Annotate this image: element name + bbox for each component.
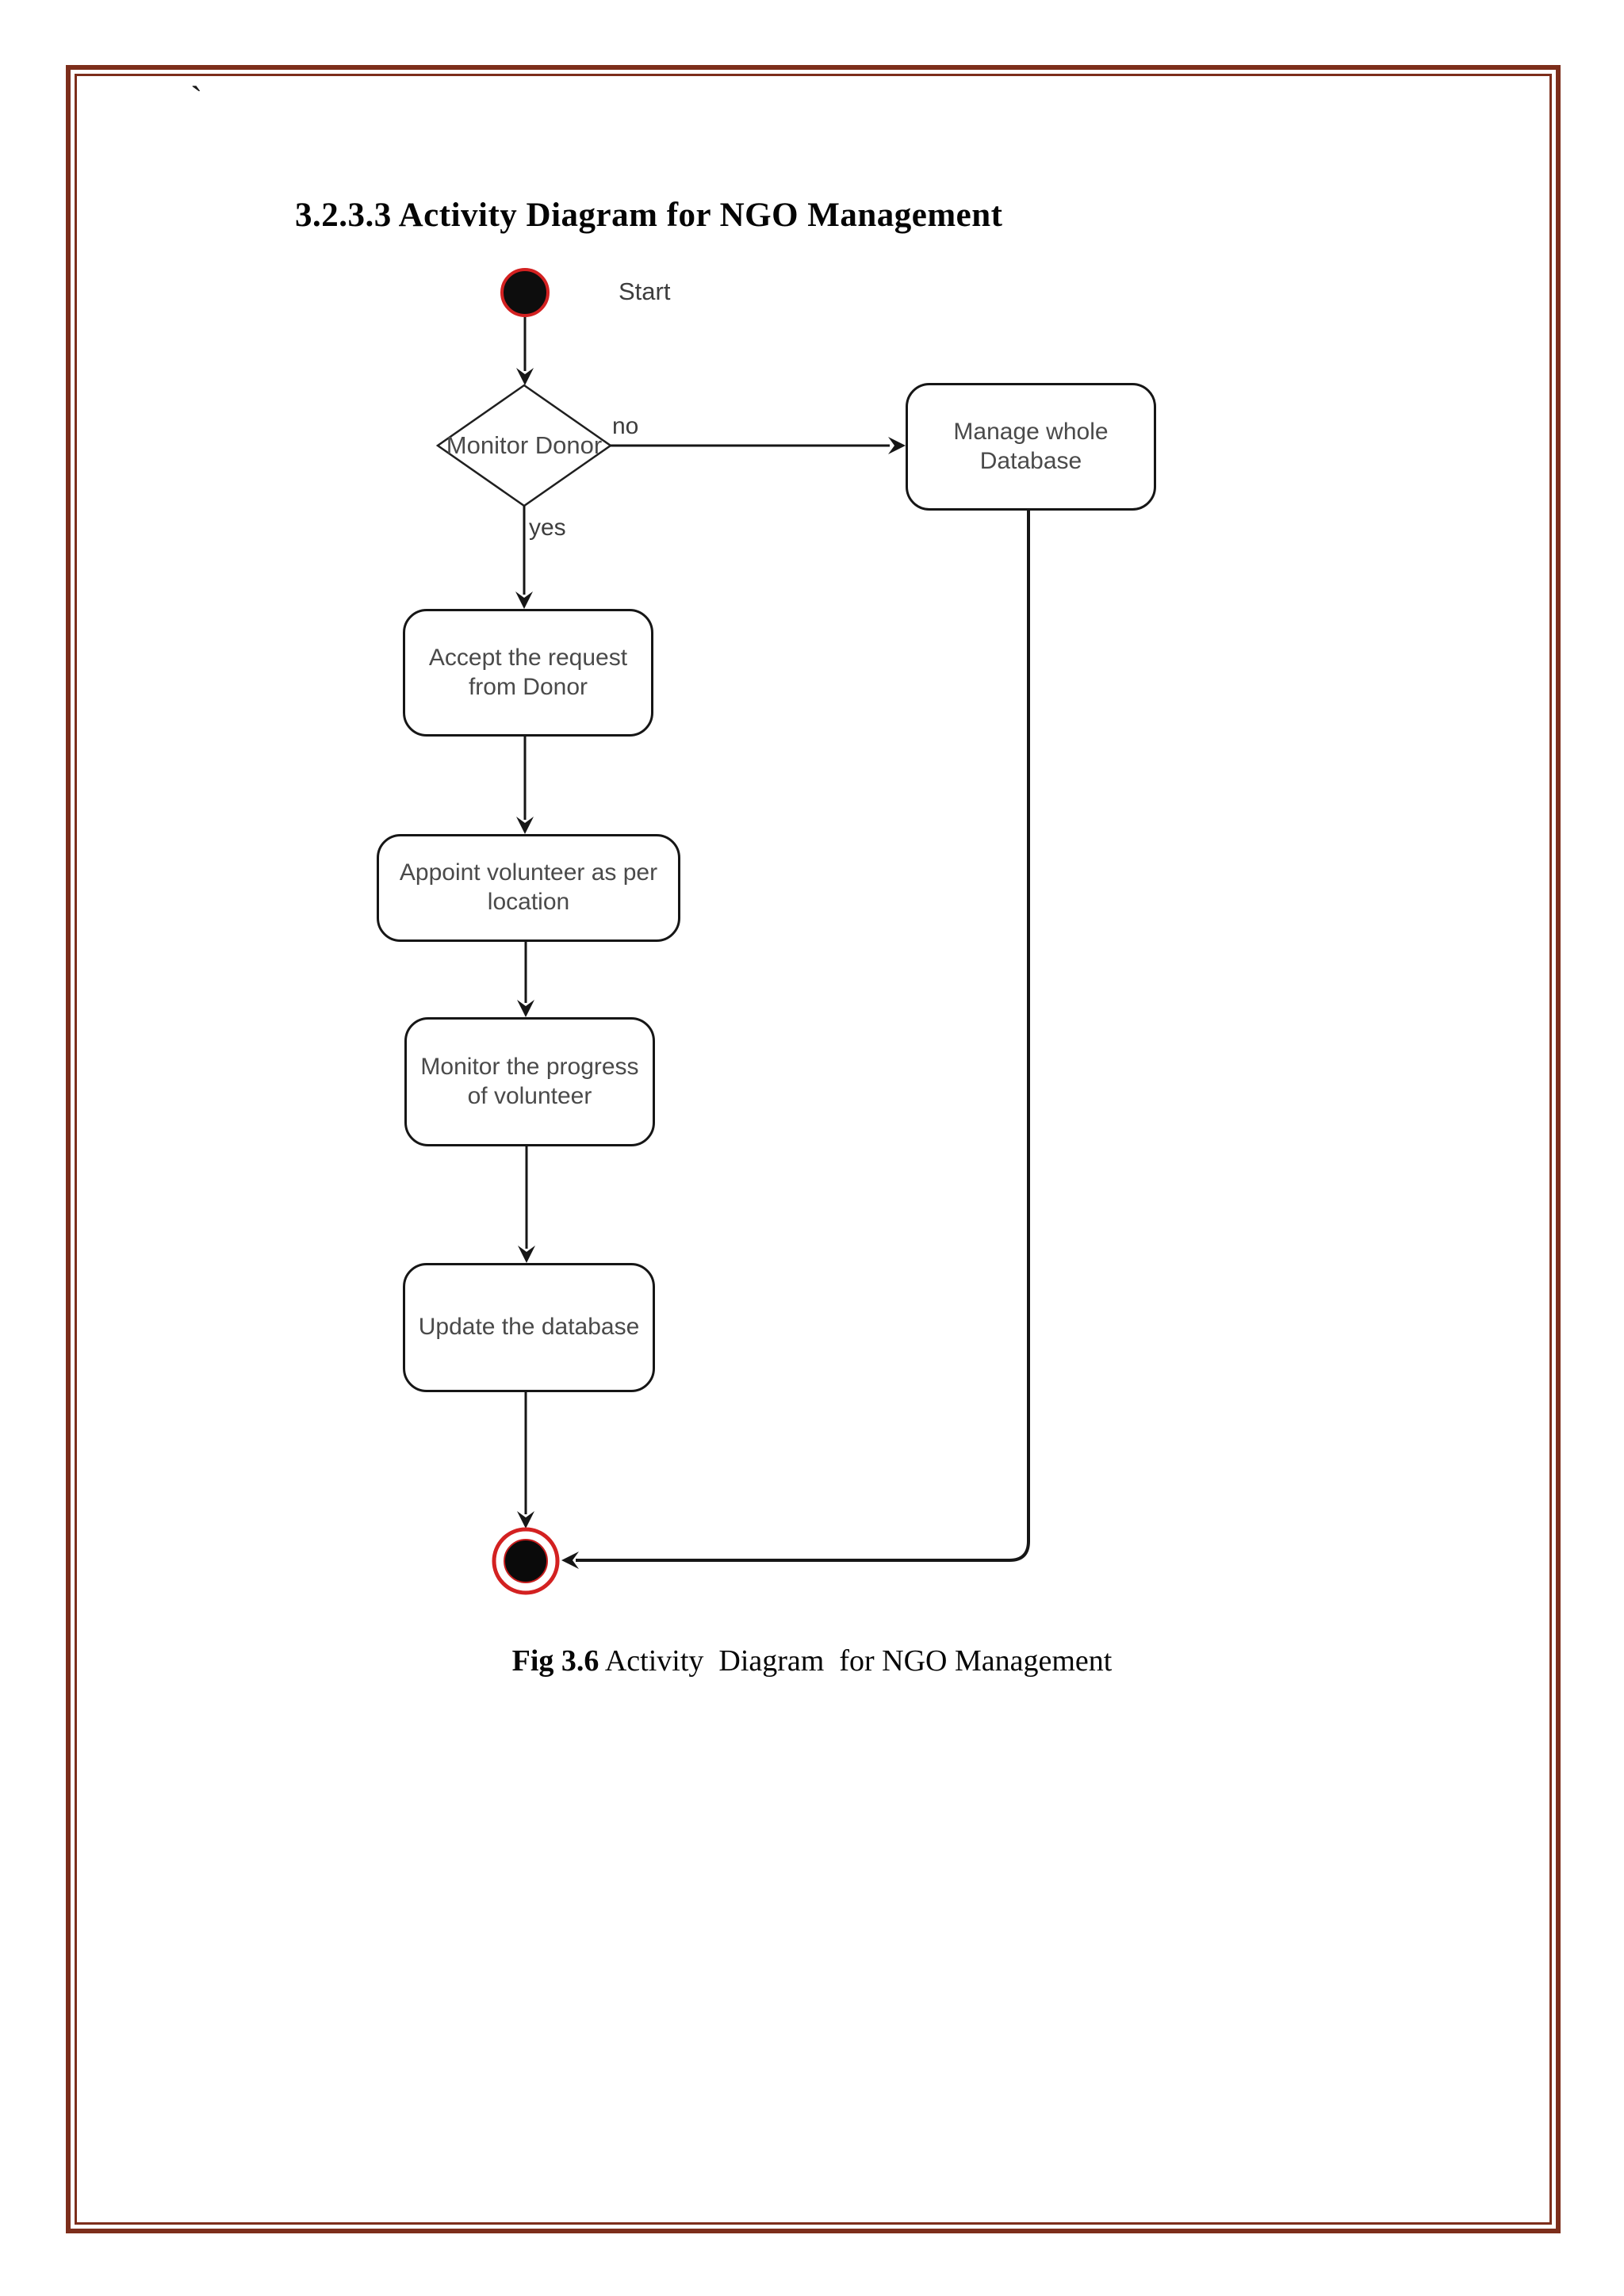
page-border-outer (66, 65, 1561, 2233)
activity-node-manage-whole-database: Manage whole Database (906, 383, 1156, 511)
page-border-inner (75, 74, 1552, 2225)
activity-node-label: Update the database (418, 1314, 640, 1341)
stray-mark: ` (190, 78, 203, 119)
activity-node-accept-request: Accept the request from Donor (403, 609, 653, 737)
edge-manage-to-end (561, 506, 1030, 1569)
edge-no-to-manage (611, 437, 906, 454)
end-node (492, 1527, 560, 1595)
decision-label: Monitor Donor (446, 431, 603, 459)
activity-node-monitor-progress: Monitor the progress of volunteer (404, 1017, 655, 1146)
edge-yes-to-accept (515, 506, 533, 609)
edge-appoint-to-monitor (517, 937, 534, 1017)
activity-node-appoint-volunteer: Appoint volunteer as per location (377, 834, 680, 942)
edge-update-to-end (517, 1387, 534, 1529)
section-heading: 3.2.3.3 Activity Diagram for NGO Managem… (295, 197, 1003, 234)
figure-caption: Fig 3.6 Activity Diagram for NGO Managem… (431, 1644, 1193, 1678)
activity-node-label: Monitor the progress of volunteer (420, 1053, 639, 1109)
activity-node-label: Manage whole Database (953, 418, 1109, 474)
branch-yes-label: yes (529, 515, 566, 541)
activity-node-label: Accept the request from Donor (428, 644, 628, 700)
start-node (500, 268, 550, 317)
start-label: Start (619, 277, 671, 305)
activity-node-label: Appoint volunteer as per location (399, 859, 658, 915)
edge-start-to-decision (516, 317, 534, 385)
activity-node-update-database: Update the database (403, 1263, 655, 1392)
edge-accept-to-appoint (516, 732, 534, 834)
edge-monitor-to-update (518, 1142, 535, 1263)
branch-no-label: no (612, 413, 639, 439)
figure-caption-number: Fig 3.6 (511, 1644, 599, 1678)
figure-caption-text: Activity Diagram for NGO Management (599, 1644, 1113, 1678)
